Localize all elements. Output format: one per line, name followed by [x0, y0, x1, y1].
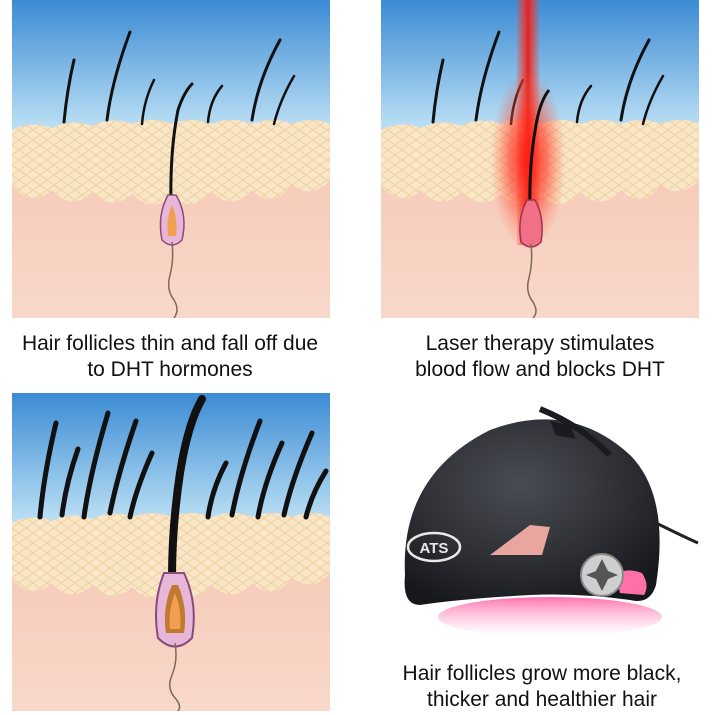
caption-line-2: blood flow and blocks DHT	[415, 358, 665, 381]
skin-cross-section-laser	[381, 0, 699, 318]
hair-follicle	[155, 572, 195, 711]
caption-healthy-hair: Hair follicles grow more black, thicker …	[372, 661, 712, 713]
hair-follicle	[159, 194, 185, 318]
caption-line-2: thicker and healthier hair	[427, 688, 657, 711]
caption-line-1: Hair follicles thin and fall off due	[21, 332, 319, 355]
sky-background	[12, 0, 330, 140]
thin-follicle-illustration	[12, 0, 330, 318]
brand-logo-text: ATS	[420, 540, 449, 557]
hair-follicle	[519, 199, 543, 318]
caption-laser-therapy: Laser therapy stimulates blood flow and …	[382, 331, 698, 383]
caption-line-1: Laser therapy stimulates	[425, 332, 655, 355]
caption-line-1: Hair follicles grow more black,	[402, 662, 682, 685]
laser-helmet-product: ATS	[380, 395, 700, 653]
ats-brand-logo: ATS	[406, 531, 462, 563]
healthy-follicle-illustration	[12, 393, 330, 711]
helmet-side-vent	[490, 525, 550, 555]
thick-hair-strands	[37, 410, 329, 520]
helmet-vent	[550, 421, 576, 439]
caption-line-2: to DHT hormones	[87, 358, 253, 381]
skin-cross-section-thin	[12, 0, 330, 318]
caption-thin-follicle: Hair follicles thin and fall off due to …	[0, 331, 340, 383]
laser-helmet-image: ATS	[404, 406, 699, 637]
adjustment-knob	[580, 553, 624, 597]
laser-therapy-illustration	[381, 0, 699, 318]
skin-cross-section-healthy	[12, 393, 330, 711]
laser-glow	[490, 70, 566, 250]
pink-led-glow	[438, 597, 662, 637]
helmet-vent-ridge	[538, 406, 613, 458]
